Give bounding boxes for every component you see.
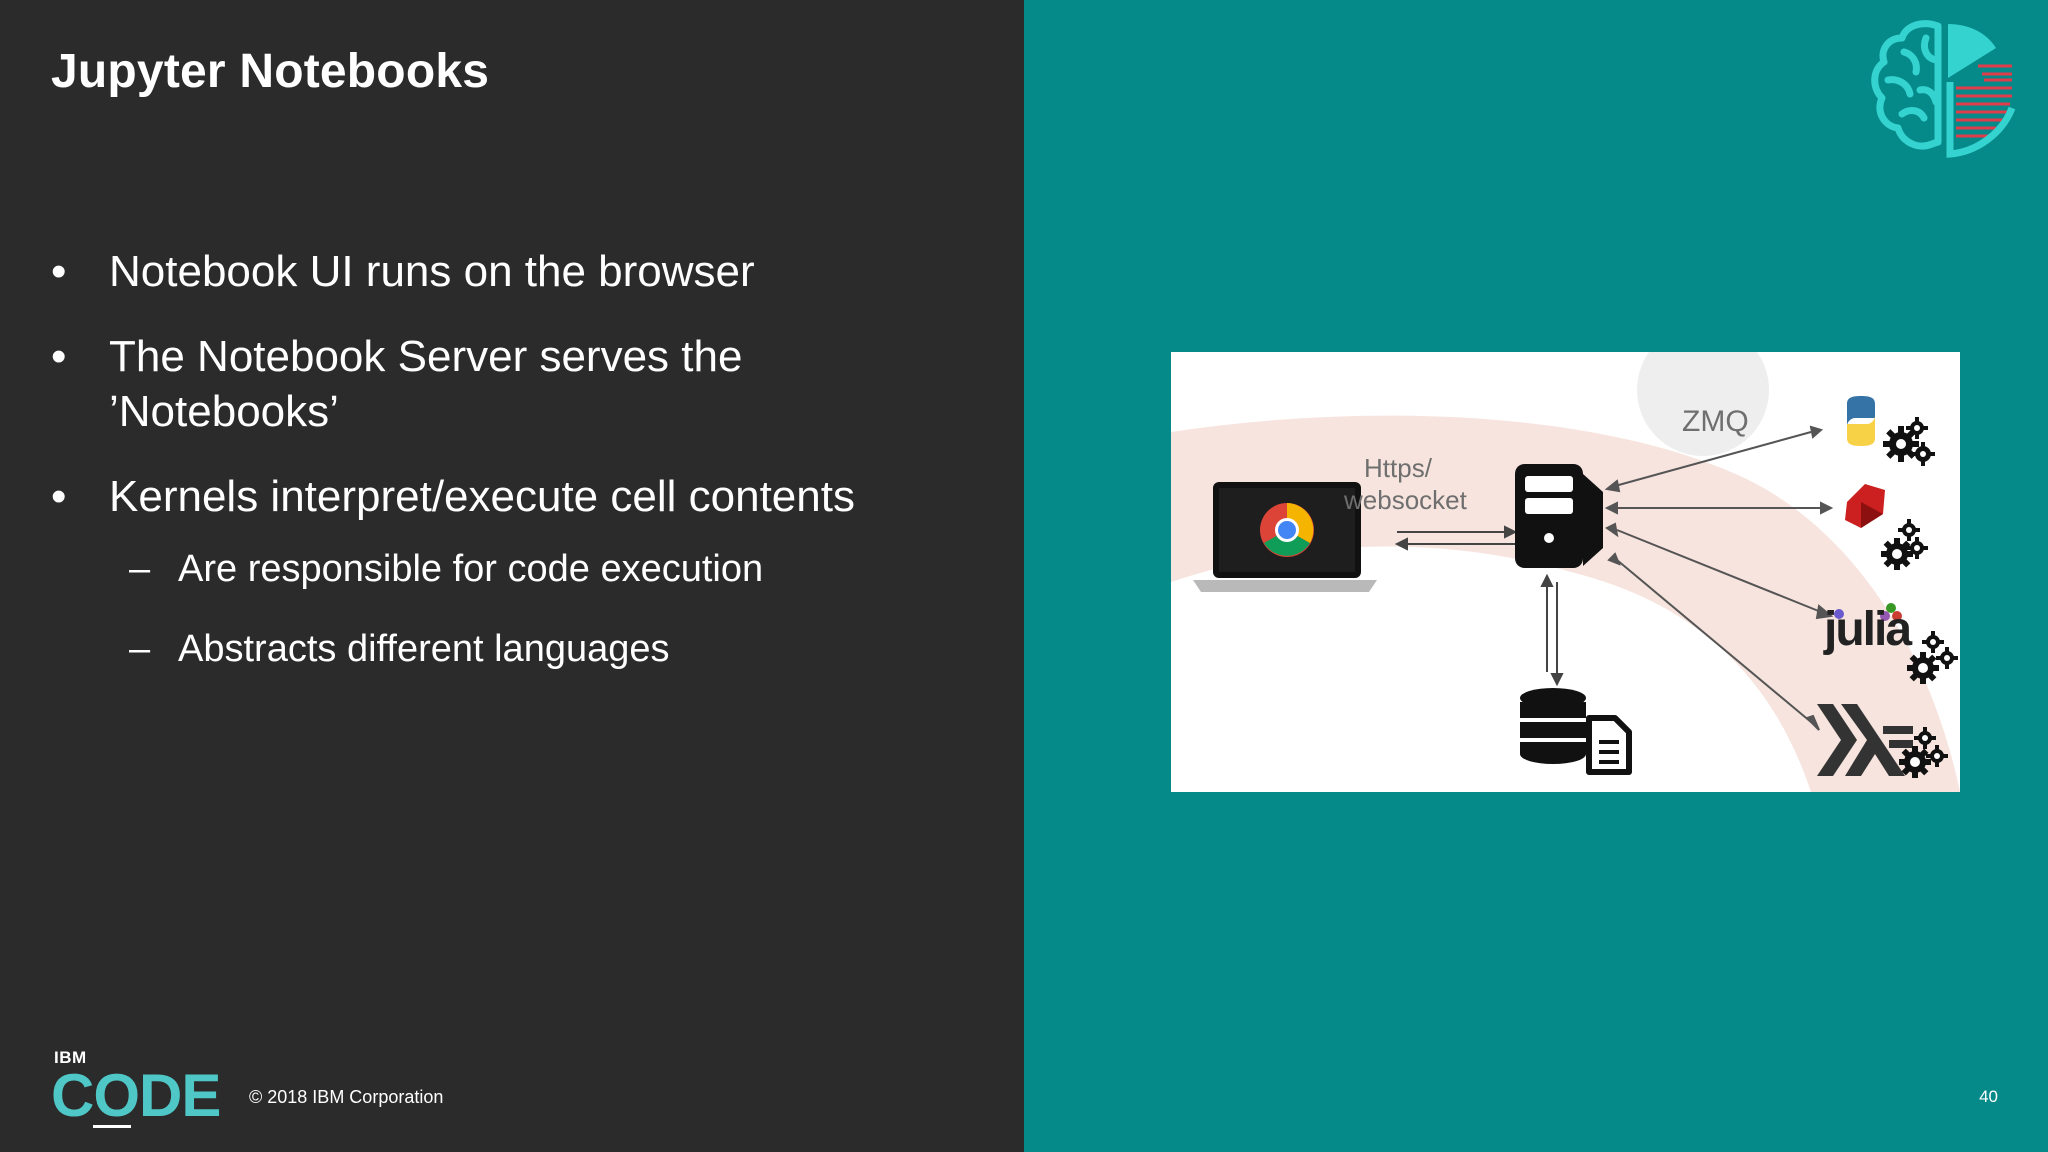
slide-content-panel: Jupyter Notebooks • Notebook UI runs on … [51,45,991,1129]
server-icon [1515,464,1603,568]
bullet-symbol: • [51,472,67,521]
julia-dots-icon [1834,603,1902,621]
gear-icon [1881,417,1958,778]
julia-logo-text: julia [1824,603,1912,656]
sub-bullet-item: – Are responsible for code execution [51,546,991,592]
sub-bullet-text: Abstracts different languages [178,628,670,670]
document-icon [1586,715,1632,775]
bullet-item: • Kernels interpret/execute cell content… [51,469,991,524]
code-logo-underline [93,1125,131,1128]
zmq-label: ZMQ [1682,405,1749,438]
bullet-symbol: • [51,247,67,296]
database-icon [1520,688,1586,764]
ibm-logo-text: IBM [54,1048,87,1067]
sub-bullet-item: – Abstracts different languages [51,626,991,672]
chrome-icon [1260,503,1314,557]
python-icon [1847,396,1875,446]
jupyter-architecture-diagram: ZMQ Https/ websocket julia [1171,352,1960,792]
bullet-text: Notebook UI runs on the browser [109,247,755,296]
sub-bullet-symbol: – [129,548,151,590]
bullet-list: • Notebook UI runs on the browser • The … [51,244,991,706]
ruby-icon [1845,484,1885,528]
sub-bullet-text: Are responsible for code execution [178,548,764,590]
bullet-item: • Notebook UI runs on the browser [51,244,991,299]
bullet-item: • The Notebook Server serves the ’Notebo… [51,329,991,439]
page-number: 40 [1979,1087,1998,1106]
diagram-graphic [1171,352,1960,792]
brain-logo-icon [1871,20,2016,158]
bullet-text: Kernels interpret/execute cell contents [109,472,855,521]
copyright-text: © 2018 IBM Corporation [249,1087,444,1107]
bullet-text: The Notebook Server serves the ’Notebook… [109,332,743,436]
ibm-code-logo: CODE [51,1062,221,1129]
bullet-symbol: • [51,332,67,381]
haskell-icon [1817,704,1913,776]
sub-bullet-symbol: – [129,628,151,670]
https-websocket-label: Https/ websocket [1344,453,1467,515]
slide-title: Jupyter Notebooks [51,45,490,98]
